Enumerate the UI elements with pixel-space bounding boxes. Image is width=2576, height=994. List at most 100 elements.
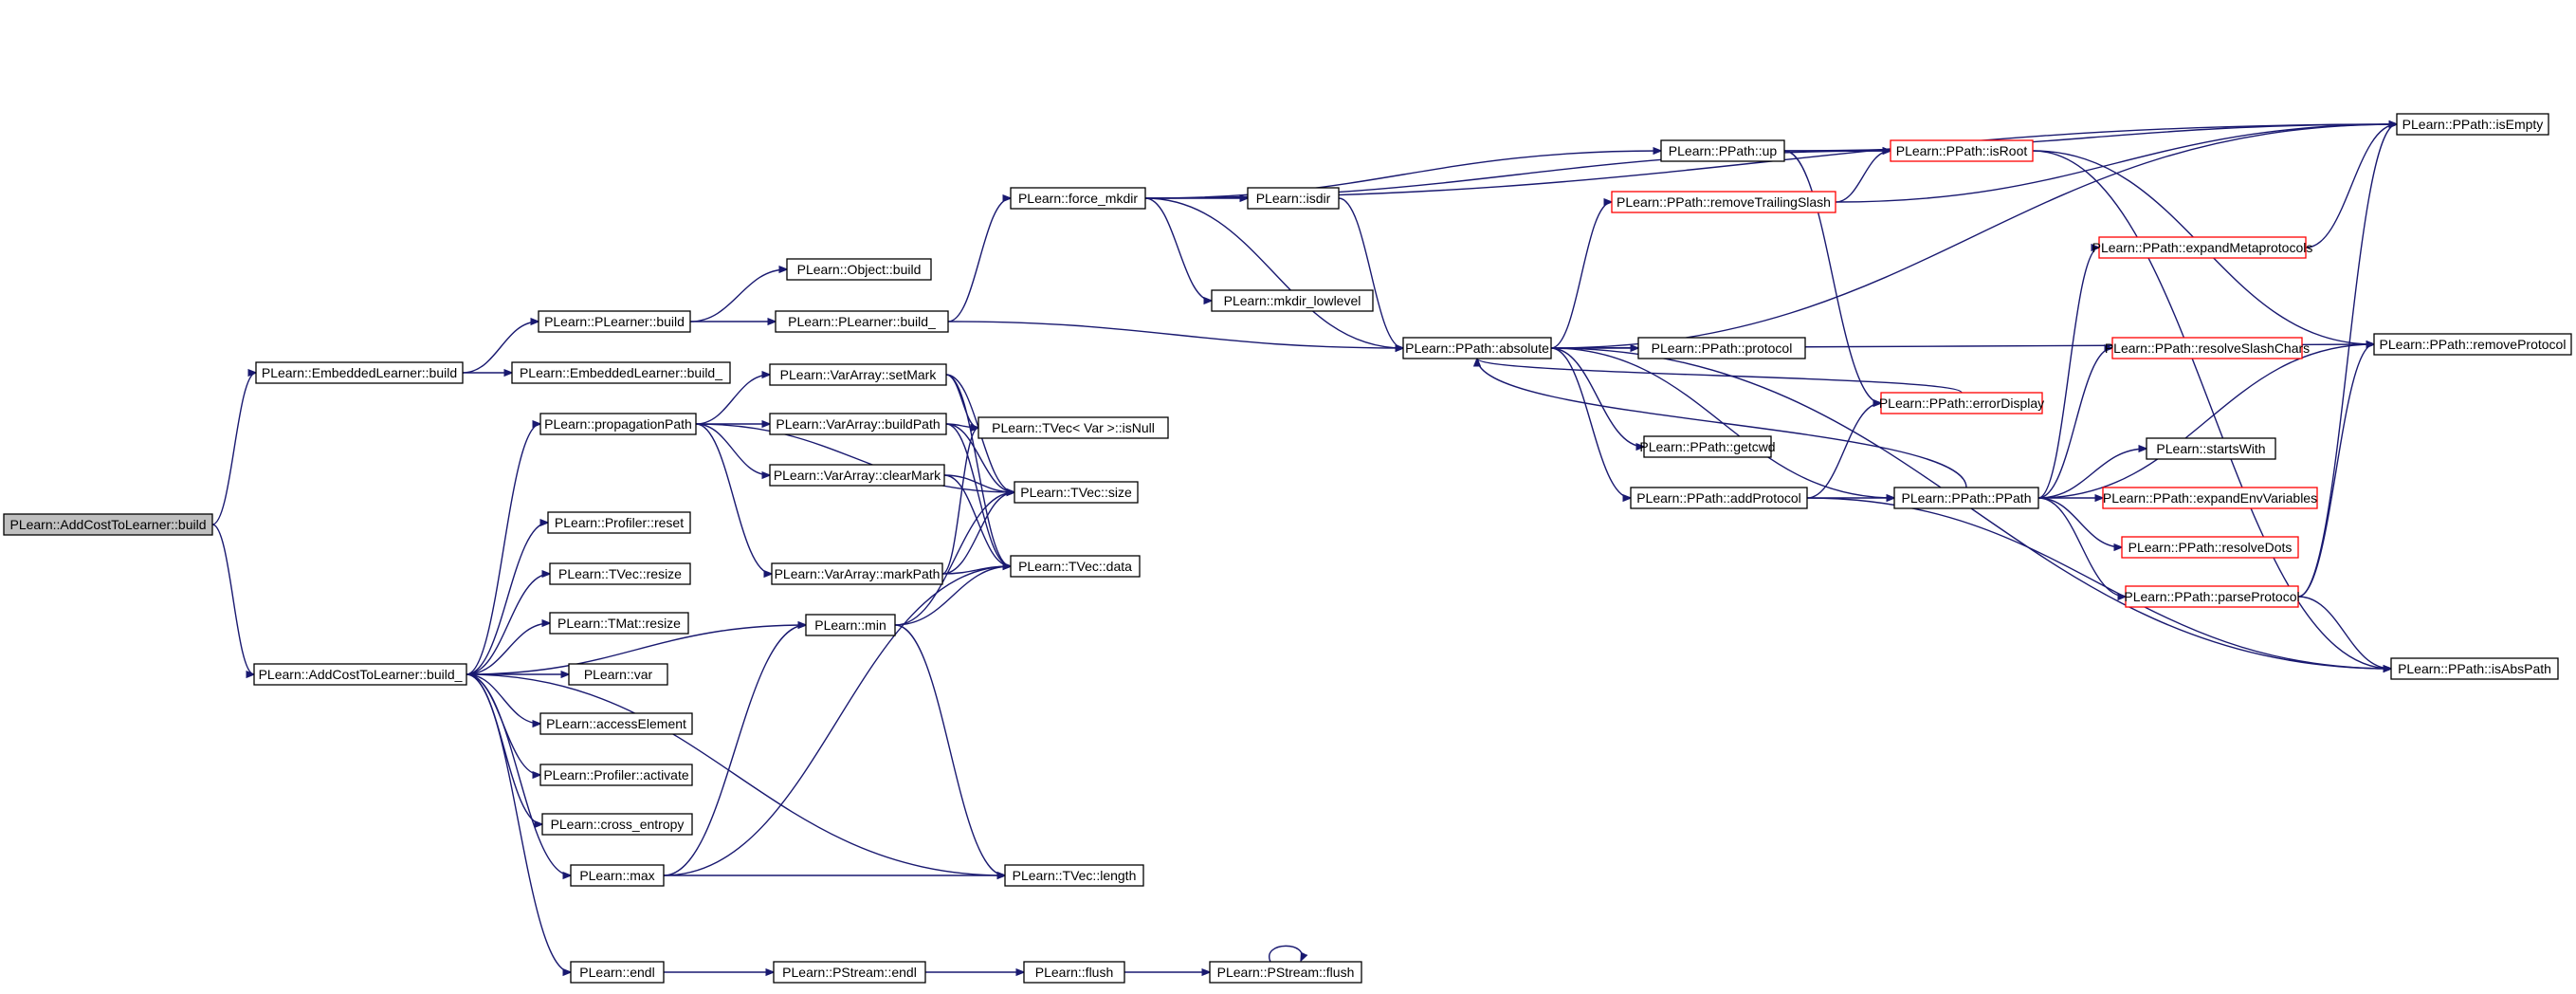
node-box [549, 612, 689, 635]
node-plearn-isdir[interactable]: PLearn::isdir [1247, 187, 1340, 210]
node-plearn-ppath-isempty[interactable]: PLearn::PPath::isEmpty [2396, 113, 2549, 136]
edge-plearn-ppath-parseprotocol-to-plearn-ppath-isabspath [2297, 596, 2391, 669]
node-box [977, 416, 1169, 439]
node-plearn-cross-entropy[interactable]: PLearn::cross_entropy [541, 813, 693, 836]
node-box [805, 614, 896, 636]
edge-plearn-plearner-build-to-plearn-force-mkdir [947, 198, 1011, 322]
edge-plearn-addcosttolearner-build-to-plearn-tvec-length [466, 673, 1005, 875]
node-box [538, 310, 691, 333]
node-box [1209, 961, 1362, 984]
node-plearn-plearner-build[interactable]: PLearn::PLearner::build [538, 310, 691, 333]
node-plearn-vararray-markpath[interactable]: PLearn::VarArray::markPath [771, 562, 943, 585]
node-label: PLearn::cross_entropy [551, 817, 685, 832]
edge-plearn-ppath-absolute-to-plearn-ppath-isempty [1550, 124, 2397, 349]
node-plearn-tvec-var-isnull[interactable]: PLearn::TVec< Var >::isNull [977, 416, 1169, 439]
node-plearn-ppath-removetrailingslash[interactable]: PLearn::PPath::removeTrailingSlash [1611, 191, 1836, 213]
node-plearn-vararray-buildpath[interactable]: PLearn::VarArray::buildPath [769, 413, 947, 435]
node-box [547, 511, 691, 534]
node-plearn-addcosttolearner-build[interactable]: PLearn::AddCostToLearner::build [3, 513, 213, 536]
node-plearn-ppath-addprotocol[interactable]: PLearn::PPath::addProtocol [1630, 487, 1808, 509]
node-box [771, 562, 943, 585]
node-plearn-ppath-resolveslashchars[interactable]: PLearn::PPath::resolveSlashChars [2105, 337, 2310, 359]
node-box [1010, 187, 1146, 210]
edge-layer [211, 124, 2397, 972]
node-plearn-ppath-parseprotocol[interactable]: PLearn::PPath::parseProtocol [2124, 585, 2300, 608]
node-plearn-ppath-errordisplay[interactable]: PLearn::PPath::errorDisplay [1879, 392, 2044, 414]
node-label: PLearn::PPath::errorDisplay [1879, 396, 2044, 411]
node-plearn-embeddedlearner-build[interactable]: PLearn::EmbeddedLearner::build_ [511, 361, 731, 384]
node-plearn-tvec-length[interactable]: PLearn::TVec::length [1004, 864, 1144, 887]
edge-plearn-ppath-ppath-to-plearn-startswith [2037, 449, 2147, 499]
edge-plearn-ppath-removetrailingslash-to-plearn-ppath-isempty [1835, 124, 2397, 203]
node-plearn-pstream-endl[interactable]: PLearn::PStream::endl [773, 961, 926, 984]
node-plearn-max[interactable]: PLearn::max [570, 864, 665, 887]
node-plearn-pstream-flush[interactable]: PLearn::PStream::flush [1209, 961, 1362, 984]
node-plearn-plearner-build[interactable]: PLearn::PLearner::build_ [775, 310, 949, 333]
node-plearn-tmat-resize[interactable]: PLearn::TMat::resize [549, 612, 689, 635]
node-plearn-ppath-up[interactable]: PLearn::PPath::up [1660, 139, 1785, 162]
node-label: PLearn::force_mkdir [1018, 191, 1138, 206]
node-plearn-ppath-isroot[interactable]: PLearn::PPath::isRoot [1890, 139, 2034, 162]
node-box [570, 961, 665, 984]
node-plearn-accesselement[interactable]: PLearn::accessElement [539, 712, 693, 735]
node-plearn-ppath-ppath[interactable]: PLearn::PPath::PPath [1893, 487, 2039, 509]
edge-plearn-addcosttolearner-build-to-plearn-tmat-resize [466, 623, 550, 675]
node-plearn-profiler-reset[interactable]: PLearn::Profiler::reset [547, 511, 691, 534]
node-plearn-ppath-resolvedots[interactable]: PLearn::PPath::resolveDots [2121, 536, 2299, 559]
node-plearn-vararray-clearmark[interactable]: PLearn::VarArray::clearMark [769, 464, 945, 487]
node-plearn-flush[interactable]: PLearn::flush [1023, 961, 1125, 984]
node-plearn-addcosttolearner-build[interactable]: PLearn::AddCostToLearner::build_ [253, 663, 467, 686]
node-box [1211, 289, 1374, 312]
node-plearn-ppath-protocol[interactable]: PLearn::PPath::protocol [1637, 337, 1806, 359]
edge-plearn-ppath-ppath-to-plearn-ppath-expandmetaprotocols [2037, 248, 2099, 499]
edge-plearn-ppath-ppath-to-plearn-ppath-absolute [1477, 359, 1967, 488]
node-label: PLearn::PPath::expandEnvVariables [2103, 490, 2317, 506]
node-label: PLearn::TVec::length [1013, 868, 1137, 883]
edge-plearn-addcosttolearner-build-to-plearn-endl [466, 673, 571, 972]
node-box [549, 562, 691, 585]
edge-plearn-ppath-removetrailingslash-to-plearn-ppath-isroot [1835, 151, 1891, 203]
node-label: PLearn::PPath::resolveSlashChars [2105, 341, 2310, 356]
node-plearn-profiler-activate[interactable]: PLearn::Profiler::activate [539, 764, 693, 786]
node-plearn-tvec-resize[interactable]: PLearn::TVec::resize [549, 562, 691, 585]
node-plearn-ppath-absolute[interactable]: PLearn::PPath::absolute [1402, 337, 1552, 359]
edge-plearn-ppath-ppath-to-plearn-ppath-removeprotocol [2037, 344, 2374, 499]
node-label: PLearn::endl [579, 965, 654, 980]
node-plearn-min[interactable]: PLearn::min [805, 614, 896, 636]
node-label: PLearn::PPath::getcwd [1639, 439, 1775, 454]
node-box [1890, 139, 2034, 162]
node-plearn-embeddedlearner-build[interactable]: PLearn::EmbeddedLearner::build [255, 361, 464, 384]
edge-plearn-plearner-build-to-plearn-object-build [689, 269, 787, 322]
node-plearn-tvec-data[interactable]: PLearn::TVec::data [1010, 555, 1141, 578]
node-plearn-startswith[interactable]: PLearn::startsWith [2146, 437, 2276, 460]
edge-plearn-ppath-parseprotocol-to-plearn-ppath-removeprotocol [2297, 344, 2374, 598]
node-plearn-object-build[interactable]: PLearn::Object::build [786, 258, 932, 281]
node-box [511, 361, 731, 384]
node-plearn-ppath-expandmetaprotocols[interactable]: PLearn::PPath::expandMetaprotocols [2092, 236, 2313, 259]
node-box [2121, 536, 2299, 559]
node-plearn-endl[interactable]: PLearn::endl [570, 961, 665, 984]
node-plearn-vararray-setmark[interactable]: PLearn::VarArray::setMark [769, 363, 947, 386]
node-plearn-tvec-size[interactable]: PLearn::TVec::size [1014, 481, 1139, 504]
node-plearn-propagationpath[interactable]: PLearn::propagationPath [539, 413, 697, 435]
node-label: PLearn::PLearner::build_ [788, 314, 936, 329]
node-plearn-ppath-getcwd[interactable]: PLearn::PPath::getcwd [1639, 435, 1776, 458]
node-label: PLearn::PPath::up [1669, 143, 1778, 158]
node-plearn-ppath-isabspath[interactable]: PLearn::PPath::isAbsPath [2390, 657, 2559, 680]
node-plearn-ppath-expandenvvariables[interactable]: PLearn::PPath::expandEnvVariables [2102, 487, 2318, 509]
edge-plearn-ppath-expandmetaprotocols-to-plearn-ppath-isempty [2305, 124, 2397, 248]
node-box [1023, 961, 1125, 984]
edge-plearn-ppath-addprotocol-to-plearn-ppath-isabspath [1806, 497, 2391, 669]
node-plearn-mkdir-lowlevel[interactable]: PLearn::mkdir_lowlevel [1211, 289, 1374, 312]
node-plearn-var[interactable]: PLearn::var [568, 663, 668, 686]
node-plearn-ppath-removeprotocol[interactable]: PLearn::PPath::removeProtocol [2373, 333, 2572, 356]
node-label: PLearn::PPath::parseProtocol [2124, 589, 2299, 604]
edge-plearn-addcosttolearner-build-to-plearn-cross-entropy [466, 673, 542, 824]
node-plearn-force-mkdir[interactable]: PLearn::force_mkdir [1010, 187, 1146, 210]
node-label: PLearn::var [584, 667, 653, 682]
edge-plearn-ppath-absolute-to-plearn-ppath-addprotocol [1550, 347, 1631, 498]
node-label: PLearn::TVec::size [1020, 485, 1132, 500]
node-label: PLearn::EmbeddedLearner::build [262, 365, 457, 380]
edge-plearn-vararray-clearmark-to-plearn-tvec-size [943, 474, 1014, 492]
node-layer: PLearn::AddCostToLearner::build PLearn::E… [3, 113, 2572, 984]
